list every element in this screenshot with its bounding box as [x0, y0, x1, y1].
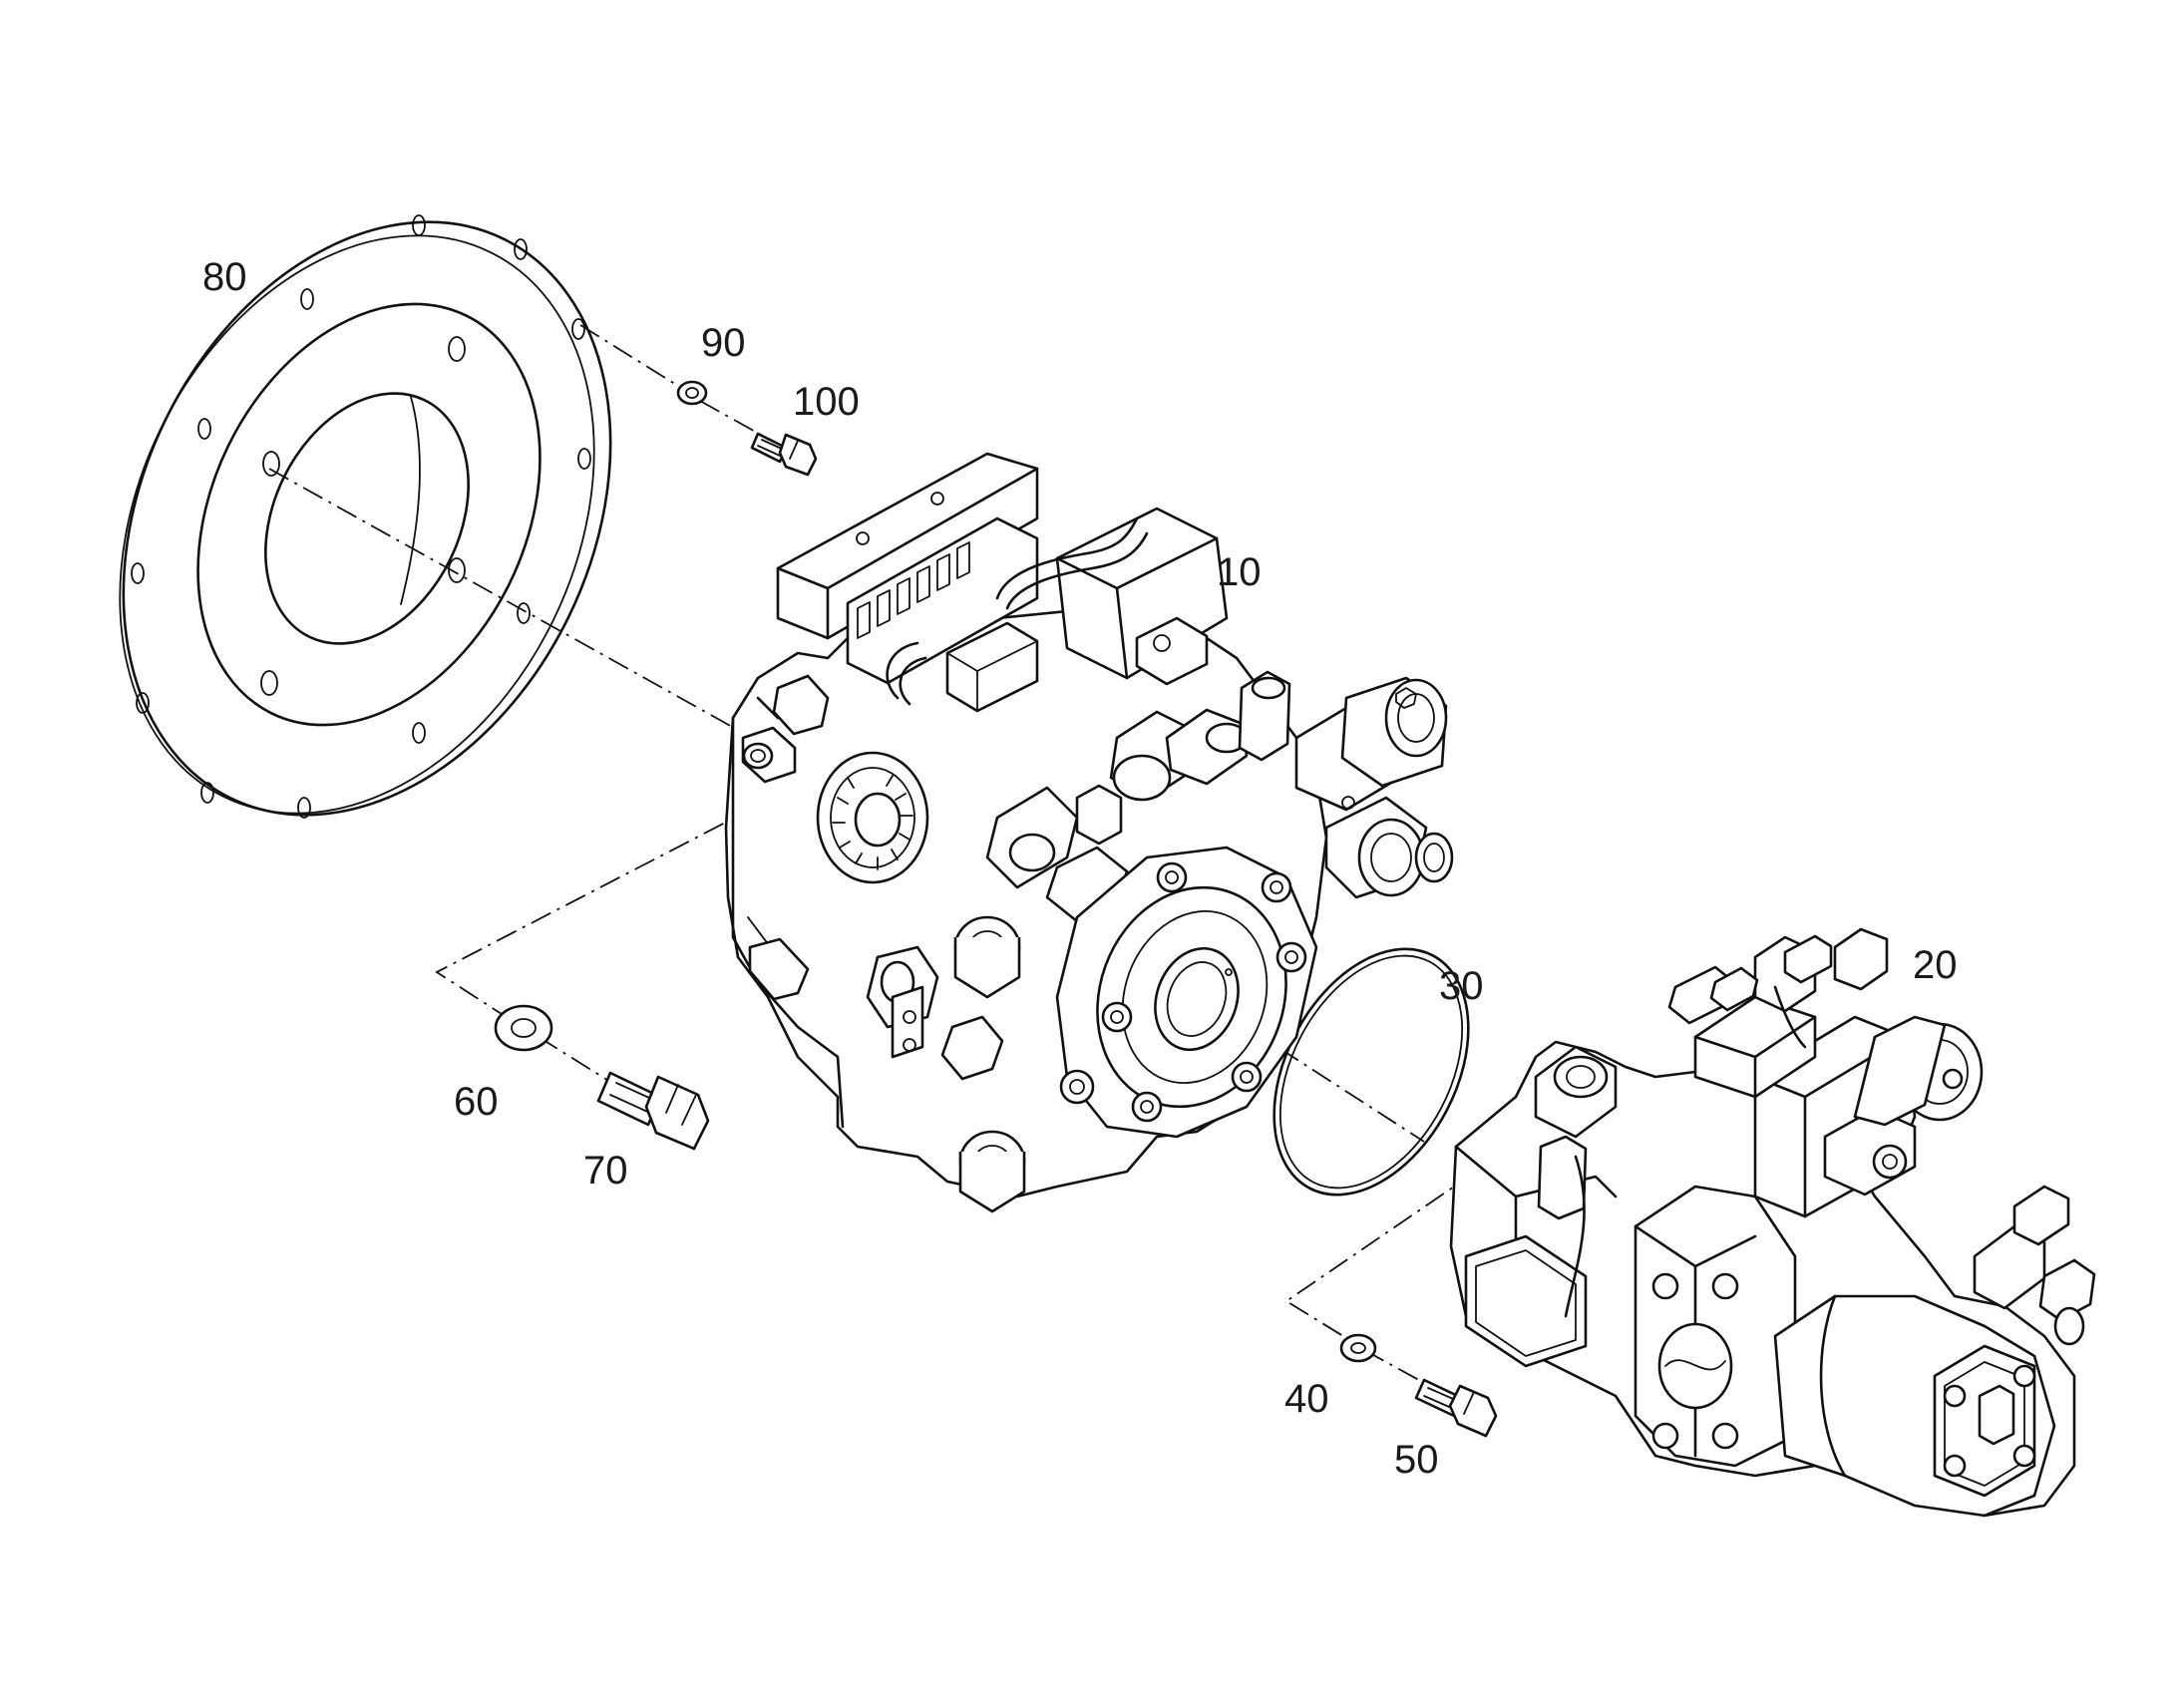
callout-labels: 80 90 100 10 20 30 60 70 40 50 — [202, 255, 1958, 1482]
callout-40: 40 — [1284, 1377, 1329, 1421]
part-90-washer[interactable] — [676, 380, 708, 406]
part-10-main-pump-assembly[interactable] — [724, 452, 1454, 1213]
part-40-washer[interactable] — [1339, 1333, 1377, 1363]
callout-30: 30 — [1439, 964, 1484, 1008]
callout-70: 70 — [583, 1149, 628, 1193]
callout-10: 10 — [1217, 550, 1262, 594]
callout-50: 50 — [1394, 1438, 1439, 1482]
part-60-washer[interactable] — [494, 1004, 553, 1052]
callout-80: 80 — [202, 255, 247, 299]
callout-100: 100 — [793, 380, 860, 424]
part-80-flange-plate[interactable] — [28, 141, 705, 896]
part-20-aux-pump-assembly[interactable] — [1449, 927, 2096, 1518]
callout-60: 60 — [454, 1080, 499, 1124]
part-100-bolt[interactable] — [750, 432, 818, 477]
callout-20: 20 — [1913, 943, 1958, 987]
callout-90: 90 — [701, 321, 746, 365]
flange-bolt-holes — [131, 214, 591, 819]
part-70-bolt[interactable] — [596, 1071, 710, 1151]
part-50-bolt[interactable] — [1414, 1378, 1498, 1438]
